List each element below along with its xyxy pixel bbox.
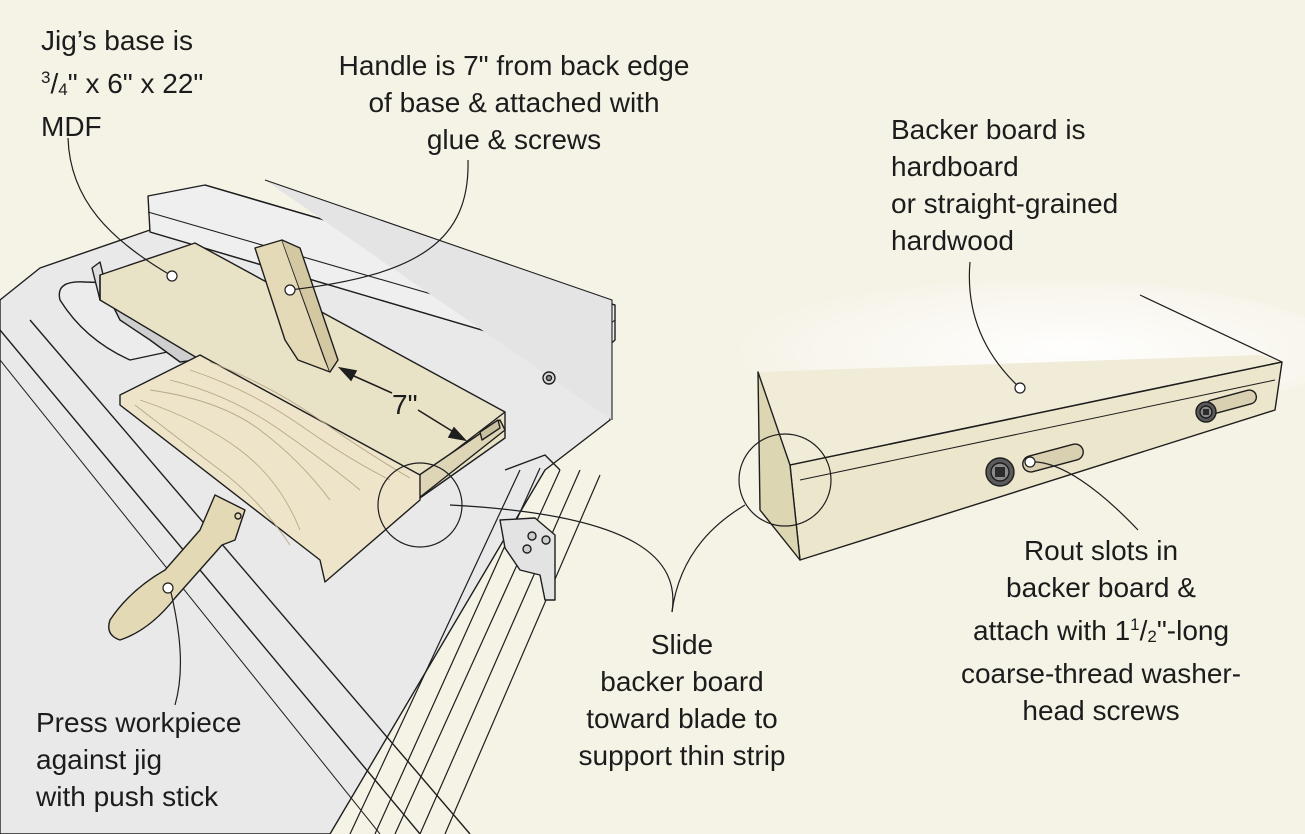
workpiece — [119, 354, 421, 583]
label-rout-line3: attach with 11/2"-long — [972, 615, 1230, 646]
backer-board-detail — [740, 280, 1305, 561]
table-saw — [0, 179, 616, 834]
label-press-line1: Press workpiece — [36, 707, 242, 738]
callout-circle-right — [738, 433, 832, 527]
table-front-edge — [0, 329, 421, 834]
dimension-arrow — [337, 366, 468, 442]
label-slide-line4: support thin strip — [578, 740, 786, 771]
callout-circles — [377, 433, 832, 548]
label-jig-base-line2: 3/4" x 6" x 22" — [41, 68, 204, 99]
label-backer-material-line1: Backer board is — [891, 114, 1086, 145]
label-rout-line2: backer board & — [1006, 572, 1196, 603]
leader-base — [67, 137, 173, 277]
leader-lines — [67, 137, 1139, 706]
label-dimension: 7" — [392, 389, 418, 420]
leader-backer-material — [968, 261, 1021, 389]
push-stick — [108, 494, 246, 641]
label-slide-line3: toward blade to — [586, 703, 778, 734]
label-press-line2: against jig — [36, 744, 163, 775]
leader-press — [169, 587, 182, 706]
label-rout-line4: coarse-thread washer- — [960, 658, 1242, 689]
label-slide: Slide backer board toward blade to suppo… — [548, 626, 816, 774]
label-slide-line1: Slide — [650, 629, 714, 660]
leader-slide-1 — [449, 504, 674, 613]
jig-base — [99, 242, 506, 506]
label-rout-line1: Rout slots in — [1023, 535, 1179, 566]
label-backer-material-line2: hardboard — [891, 151, 1019, 182]
backer-top — [758, 355, 1282, 465]
leader-handle — [289, 159, 469, 291]
callout-circle-left — [377, 462, 463, 548]
label-press: Press workpiece against jig with push st… — [36, 704, 241, 815]
label-handle-line1: Handle is 7" from back edge — [338, 50, 690, 81]
label-jig-base-line1: Jig’s base is — [41, 25, 194, 56]
label-backer-material-line3: or straight-grained — [891, 188, 1119, 219]
label-handle: Handle is 7" from back edge of base & at… — [300, 47, 728, 158]
leader-dots — [162, 270, 1036, 594]
label-slide-line2: backer board — [600, 666, 764, 697]
label-backer-material-line4: hardwood — [891, 225, 1014, 256]
label-jig-base-line3: MDF — [41, 111, 102, 142]
label-jig-base: Jig’s base is 3/4" x 6" x 22" MDF — [41, 22, 203, 145]
label-rout: Rout slots in backer board & attach with… — [933, 532, 1269, 729]
label-rout-line5: head screws — [1022, 695, 1180, 726]
leader-rout — [1029, 461, 1139, 531]
label-handle-line2: of base & attached with — [368, 87, 660, 118]
label-press-line3: with push stick — [36, 781, 219, 812]
fence-rail — [349, 467, 601, 834]
label-handle-line3: glue & screws — [426, 124, 602, 155]
bracket — [499, 517, 556, 601]
leader-slide-2 — [671, 504, 746, 613]
label-backer-material: Backer board is hardboard or straight-gr… — [891, 111, 1118, 259]
